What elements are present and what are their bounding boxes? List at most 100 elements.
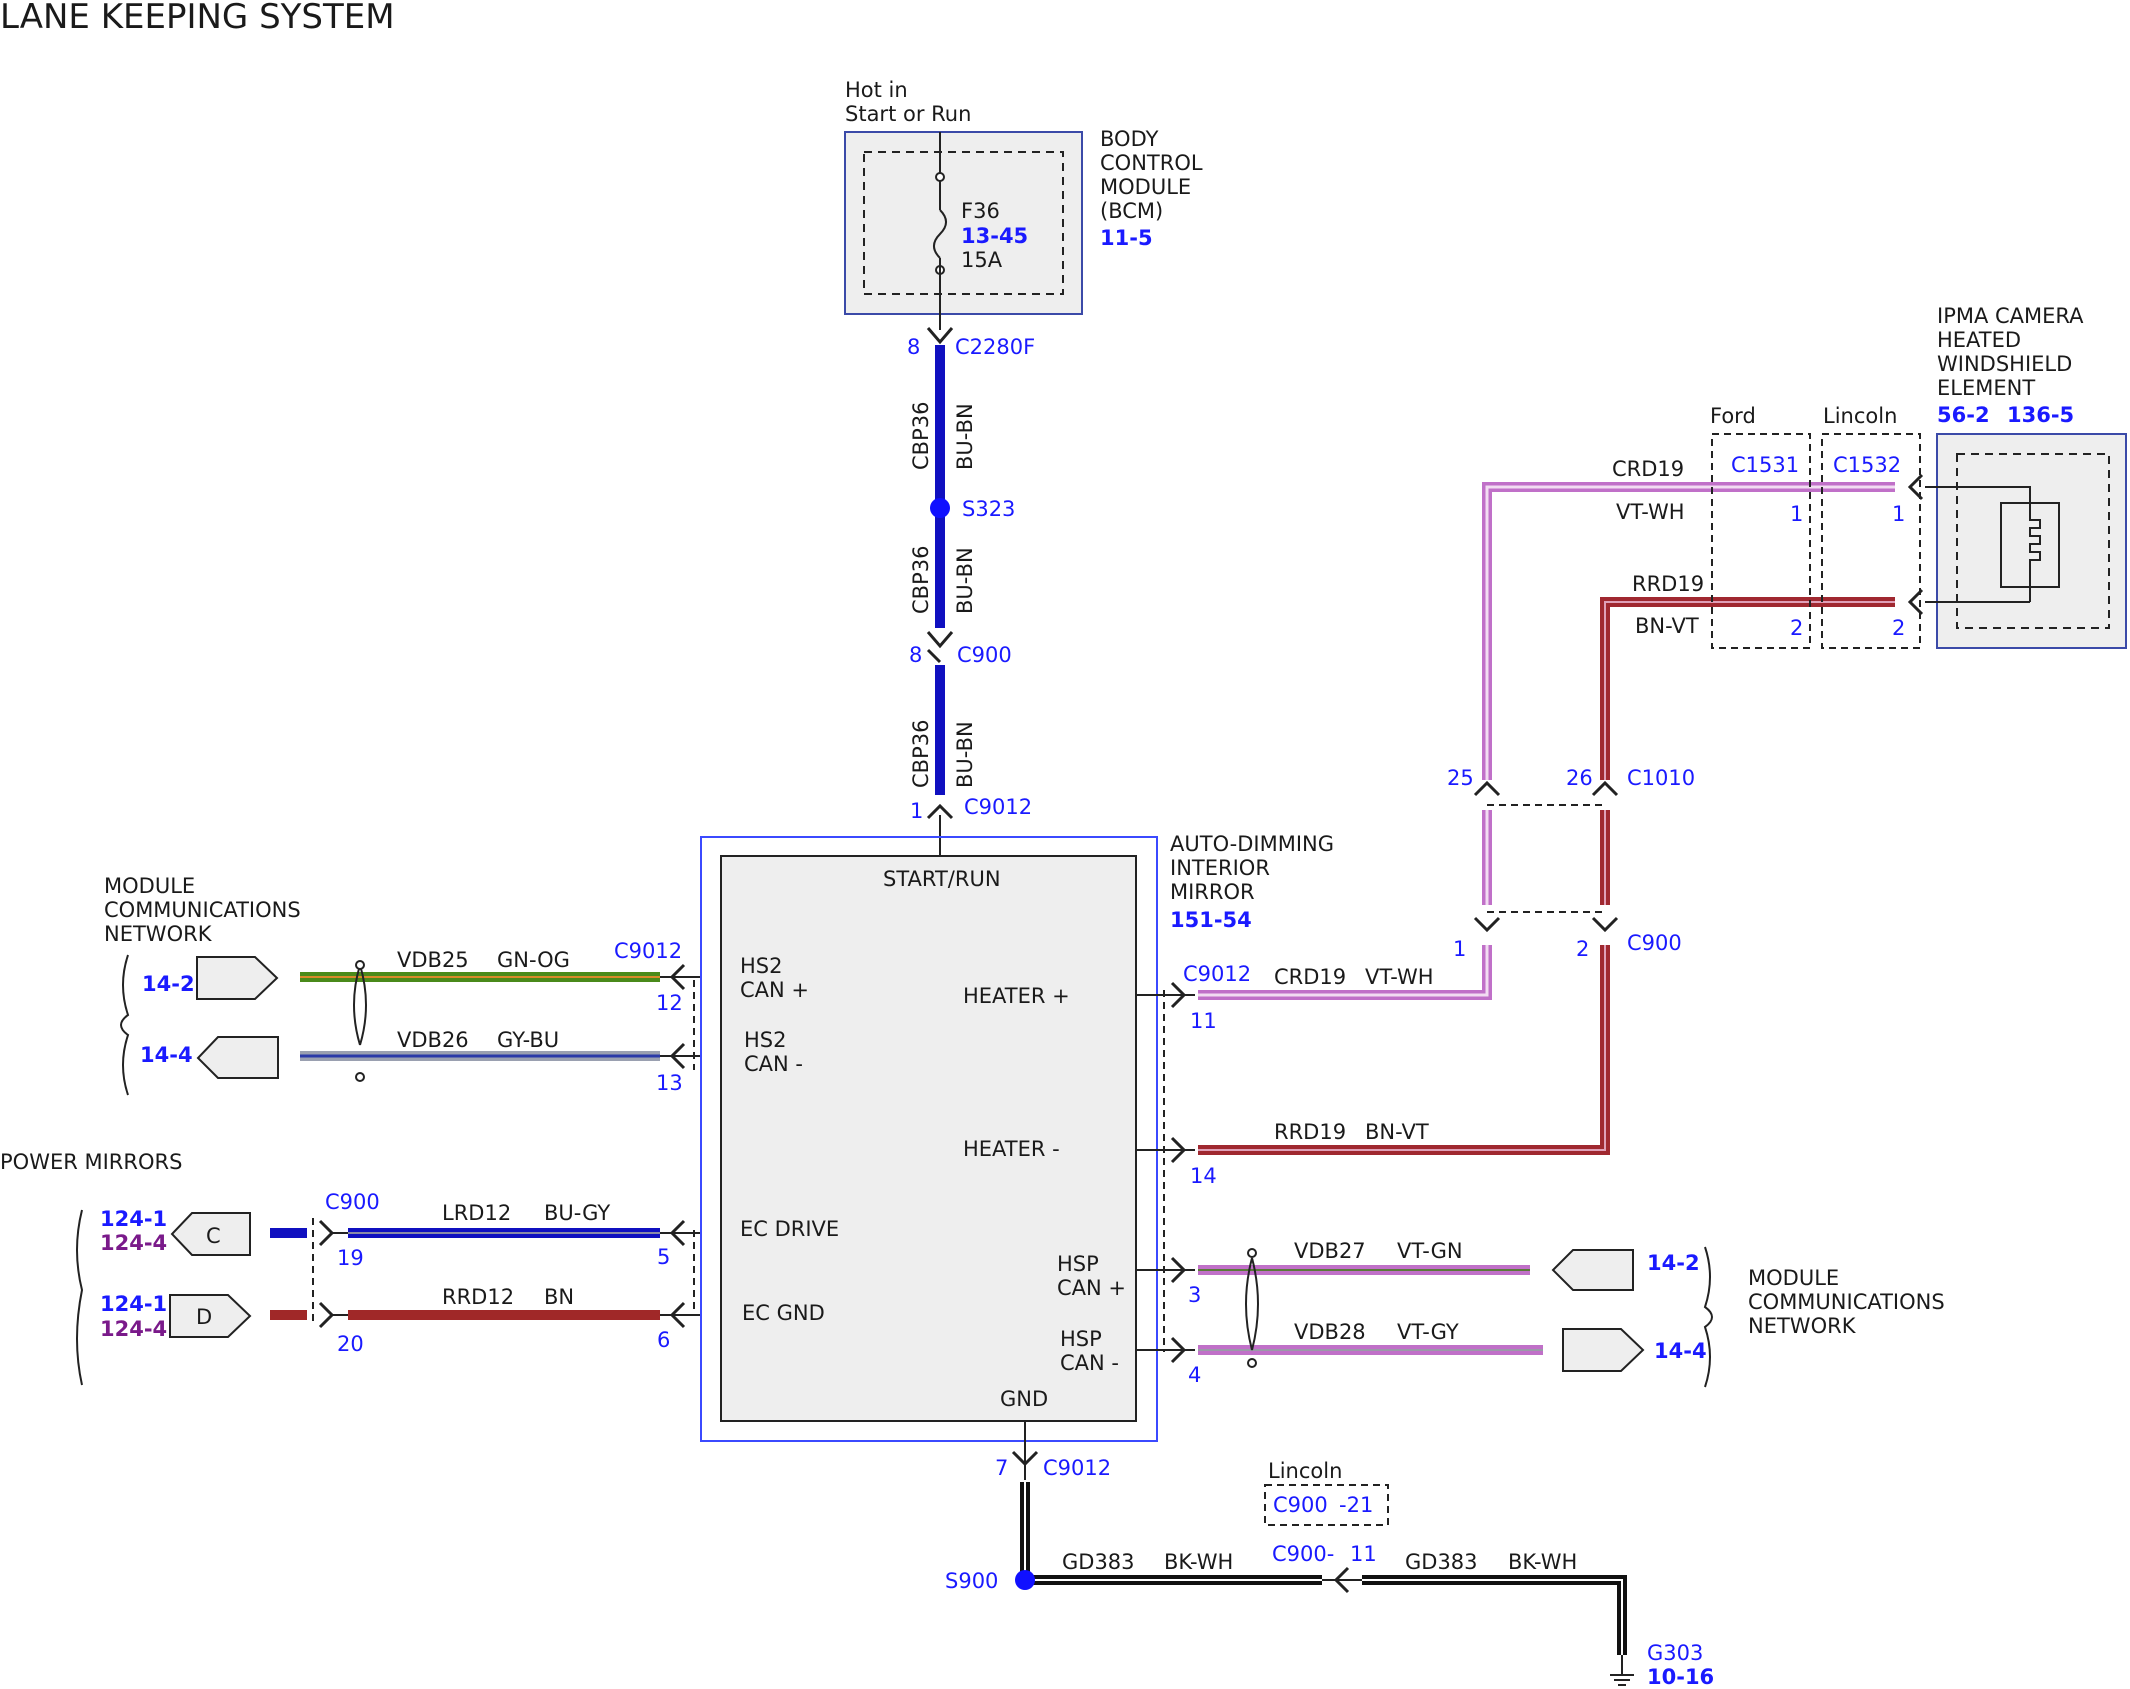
ford-connector-box (1711, 433, 1811, 649)
mirror-c-ref-2[interactable]: 124-4 (100, 1231, 167, 1255)
gnd-pin-7: 7 (995, 1456, 1008, 1480)
fuse-ref[interactable]: 13-45 (961, 224, 1028, 248)
mirror-d-letter: D (196, 1305, 212, 1329)
ground-group: 7 C9012 S900 GD383 BK-WH C900- 11 Lincol… (945, 1421, 1714, 1689)
left-network-ref-1[interactable]: 14-2 (142, 972, 195, 996)
mirror-inner-box (720, 855, 1137, 1422)
camera-bottom-color: BN-VT (1635, 614, 1699, 638)
gd383-right-color: BK-WH (1508, 1550, 1577, 1574)
upper-circuit-2: CBP36 (909, 546, 933, 614)
c9012-pin12-icon (669, 963, 686, 991)
mirror-c-letter: C (206, 1224, 221, 1248)
camera-name-line-3: WINDSHIELD (1937, 352, 2072, 376)
splice-s900-label[interactable]: S900 (945, 1569, 998, 1593)
c900-pin2-icon (1591, 916, 1619, 933)
left-network-ref-2[interactable]: 14-4 (140, 1043, 193, 1067)
c900-pin20-icon (318, 1301, 335, 1329)
power-mirrors-brace-icon (76, 1209, 84, 1386)
splice-s323-dot[interactable] (930, 498, 950, 518)
ground-g303-label[interactable]: G303 (1647, 1641, 1703, 1665)
wire-gd383-right[interactable] (1362, 1575, 1627, 1655)
c900-gnd-label[interactable]: C900- (1272, 1542, 1334, 1566)
pin-label-hsp-plus-2: CAN + (1057, 1276, 1126, 1300)
c9012-pin7-icon (1011, 1450, 1039, 1467)
camera-ref-2[interactable]: 136-5 (2007, 403, 2074, 427)
right-network-label-1: MODULE (1748, 1266, 1839, 1290)
pin-label-ec-gnd: EC GND (742, 1301, 825, 1325)
c900-gnd-pin: 11 (1350, 1542, 1377, 1566)
c1010-pin-25: 25 (1447, 766, 1474, 790)
right-network-label-2: COMMUNICATIONS (1748, 1290, 1945, 1314)
wire-rrd19-lower-stripe (1198, 945, 1606, 1151)
c900-heater-pin-2: 2 (1576, 937, 1589, 961)
splice-s900-dot[interactable] (1015, 1570, 1035, 1590)
lrd12-circuit: LRD12 (442, 1201, 511, 1225)
bcm-outer-box (844, 131, 1083, 315)
left-network-label-3: NETWORK (104, 922, 213, 946)
c9012-right-label[interactable]: C9012 (1183, 962, 1251, 986)
right-twisted-pair-icon (1245, 1257, 1259, 1351)
c1531-label[interactable]: C1531 (1731, 453, 1799, 477)
gd383-left-color: BK-WH (1164, 1550, 1233, 1574)
gd383-left-circuit: GD383 (1062, 1550, 1135, 1574)
camera-top-color: VT-WH (1616, 500, 1685, 524)
pin-19: 19 (337, 1246, 364, 1270)
pin-label-heater-plus: HEATER + (963, 984, 1070, 1008)
pin-label-ec-drive: EC DRIVE (740, 1217, 839, 1241)
c900-upper-label[interactable]: C900 (957, 643, 1012, 667)
bcm-inner-box (863, 151, 1064, 295)
c900-pin19-icon (318, 1219, 335, 1247)
ground-g303-ref[interactable]: 10-16 (1647, 1665, 1714, 1689)
pin-label-start-run: START/RUN (883, 867, 1001, 891)
c900-heater-pin-1: 1 (1453, 937, 1466, 961)
pin-label-hsp-minus-2: CAN - (1060, 1351, 1119, 1375)
c1532-pin1-icon (1907, 473, 1924, 501)
c9012-left-label[interactable]: C9012 (614, 939, 682, 963)
c1010-pin-26: 26 (1566, 766, 1593, 790)
auto-dimming-mirror-module: AUTO-DIMMING INTERIOR MIRROR 151-54 STAR… (693, 832, 1334, 1442)
c1532-label[interactable]: C1532 (1833, 453, 1901, 477)
c1532-pin-2: 2 (1892, 616, 1905, 640)
vdb28-color: VT-GY (1397, 1320, 1459, 1344)
power-mirrors-label: POWER MIRRORS (0, 1150, 182, 1174)
fuse-icon (933, 209, 947, 259)
right-network-label-3: NETWORK (1748, 1314, 1857, 1338)
camera-ref-1[interactable]: 56-2 (1937, 403, 1990, 427)
right-network-ref-1[interactable]: 14-2 (1647, 1251, 1700, 1275)
mirror-d-ref-2[interactable]: 124-4 (100, 1317, 167, 1341)
fuse-rating: 15A (961, 248, 1003, 272)
mirror-name-line-3: MIRROR (1170, 880, 1255, 904)
c900-mirror-label[interactable]: C900 (325, 1190, 380, 1214)
camera-name-line-1: IPMA CAMERA (1937, 304, 2084, 328)
splice-s323-label[interactable]: S323 (962, 497, 1015, 521)
gnd-c9012-label[interactable]: C9012 (1043, 1456, 1111, 1480)
c1532-pin2-icon (1907, 588, 1924, 616)
camera-bottom-circuit: RRD19 (1632, 572, 1704, 596)
connector-c9012-top-icon (926, 803, 954, 820)
lincoln-gnd-box (1264, 1484, 1389, 1526)
crd19-color: VT-WH (1365, 965, 1434, 989)
wire-gd383-right-stripe (1362, 1579, 1623, 1655)
pin-12: 12 (656, 991, 683, 1015)
right-network-arrow-1-icon (1551, 1249, 1634, 1291)
c1010-pin25-icon (1473, 780, 1501, 797)
right-network-ref-2[interactable]: 14-4 (1654, 1339, 1707, 1363)
mirror-ref[interactable]: 151-54 (1170, 908, 1252, 932)
c2280f-label[interactable]: C2280F (955, 335, 1035, 359)
connector-c900-top-icon (926, 631, 954, 649)
c900-heater-label[interactable]: C900 (1627, 931, 1682, 955)
bcm-name-line-4: (BCM) (1100, 199, 1163, 223)
lincoln-gnd-conn[interactable]: C900 (1273, 1493, 1328, 1517)
pin-label-hs2-plus-2: CAN + (740, 978, 809, 1002)
camera-inner-box (1956, 453, 2110, 629)
c1010-label[interactable]: C1010 (1627, 766, 1695, 790)
mirror-d-ref-1[interactable]: 124-1 (100, 1292, 167, 1316)
vdb27-color: VT-GN (1397, 1239, 1463, 1263)
vdb26-circuit: VDB26 (397, 1028, 469, 1052)
gd383-right-circuit: GD383 (1405, 1550, 1478, 1574)
mirror-c-ref-1[interactable]: 124-1 (100, 1207, 167, 1231)
pin-11: 11 (1190, 1009, 1217, 1033)
bcm-ref[interactable]: 11-5 (1100, 226, 1153, 250)
start-or-run-label: Start or Run (845, 102, 971, 126)
c9012-top-label[interactable]: C9012 (964, 795, 1032, 819)
